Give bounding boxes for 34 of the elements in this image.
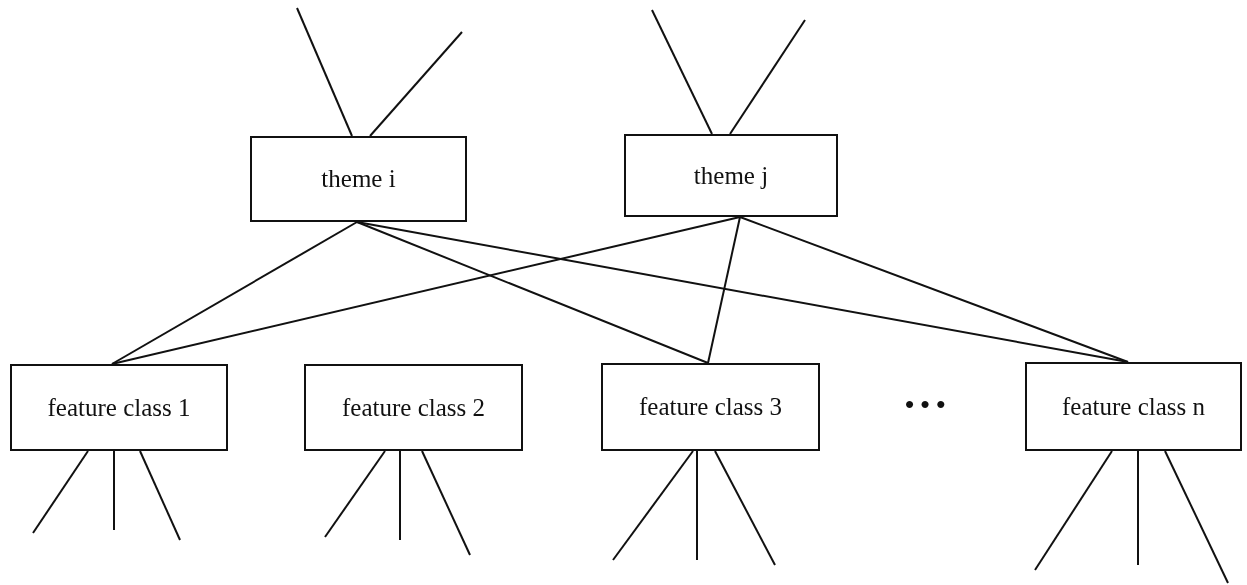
connector-line (1034, 450, 1113, 571)
connector-line (421, 450, 471, 556)
connector-line (739, 216, 1129, 363)
node-label: theme j (692, 160, 770, 191)
connector-line (707, 216, 741, 364)
class-box (250, 136, 467, 222)
ellipsis-label: • • • (905, 390, 946, 420)
connector-line (324, 450, 386, 538)
connector-line (369, 31, 463, 137)
connector-line (651, 9, 713, 135)
node-label: theme i (320, 164, 397, 195)
connector-line (296, 7, 353, 137)
class-box (624, 134, 838, 217)
node-label: feature class n (1061, 391, 1206, 422)
class-box (601, 363, 820, 451)
connector-line (111, 216, 741, 365)
connector-line (113, 450, 115, 531)
class-box (10, 364, 228, 451)
connector-line (399, 450, 401, 541)
connector-line (1137, 450, 1139, 566)
connector-line (111, 221, 358, 365)
node-label: feature class 3 (638, 392, 783, 423)
node-label: feature class 1 (46, 392, 192, 423)
connector-line (356, 221, 709, 364)
class-box (1025, 362, 1242, 451)
connector-line (139, 450, 181, 541)
connector-line (612, 450, 694, 561)
connector-line (714, 450, 776, 566)
connector-line (32, 450, 89, 534)
connector-line (729, 19, 806, 135)
class-box (304, 364, 523, 451)
node-label: feature class 2 (341, 392, 486, 423)
connector-line (1164, 450, 1229, 584)
connector-line (696, 450, 698, 561)
